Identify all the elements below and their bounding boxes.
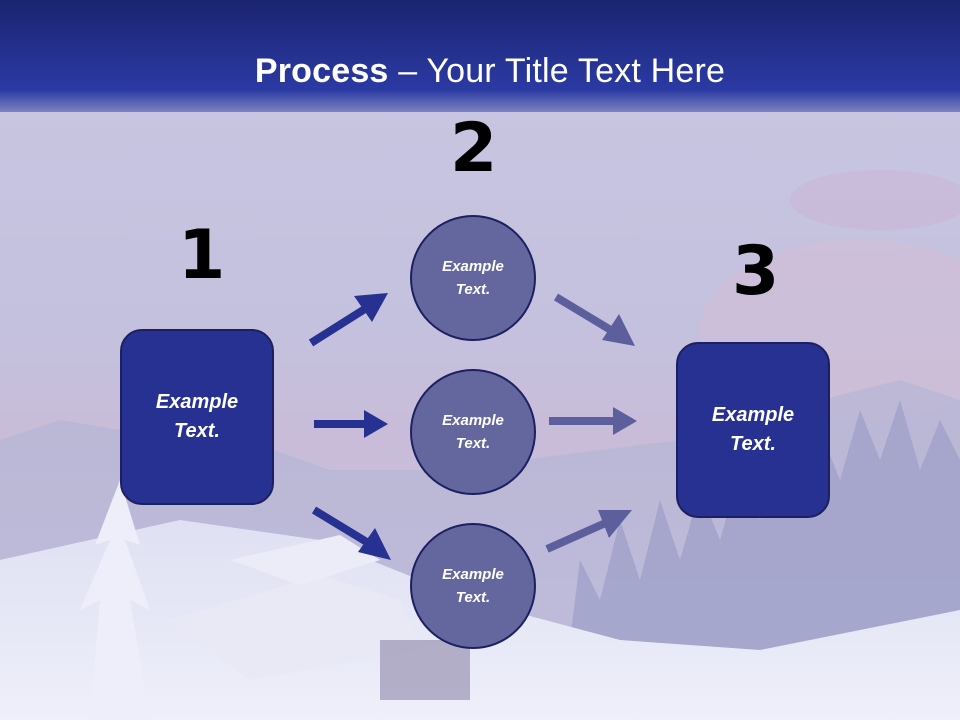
circle-top-line2: Text. [455, 281, 491, 298]
circle-middle: Example Text. [410, 369, 536, 495]
circle-middle-line1: Example [442, 412, 504, 429]
step-number-3: 3 [732, 232, 780, 311]
circle-bottom-line1: Example [442, 566, 504, 583]
page-title: Process – Your Title Text Here [0, 52, 960, 91]
circle-middle-line2: Text. [455, 435, 491, 452]
circle-bottom: Example Text. [410, 523, 536, 649]
box-left-line1: Example [155, 391, 239, 413]
step-box-right: Example Text. [676, 342, 830, 518]
title-bold: Process [254, 52, 389, 90]
box-right-line2: Text. [730, 433, 776, 455]
step-box-left: Example Text. [120, 329, 274, 505]
step-number-2: 2 [450, 109, 498, 188]
circle-bottom-line2: Text. [455, 589, 491, 606]
box-right-line1: Example [711, 404, 795, 426]
box-left-line2: Text. [174, 420, 220, 442]
circle-top-line1: Example [442, 258, 504, 275]
step-number-1: 1 [178, 216, 226, 295]
title-rest: – Your Title Text Here [388, 52, 726, 90]
circle-top: Example Text. [410, 215, 536, 341]
